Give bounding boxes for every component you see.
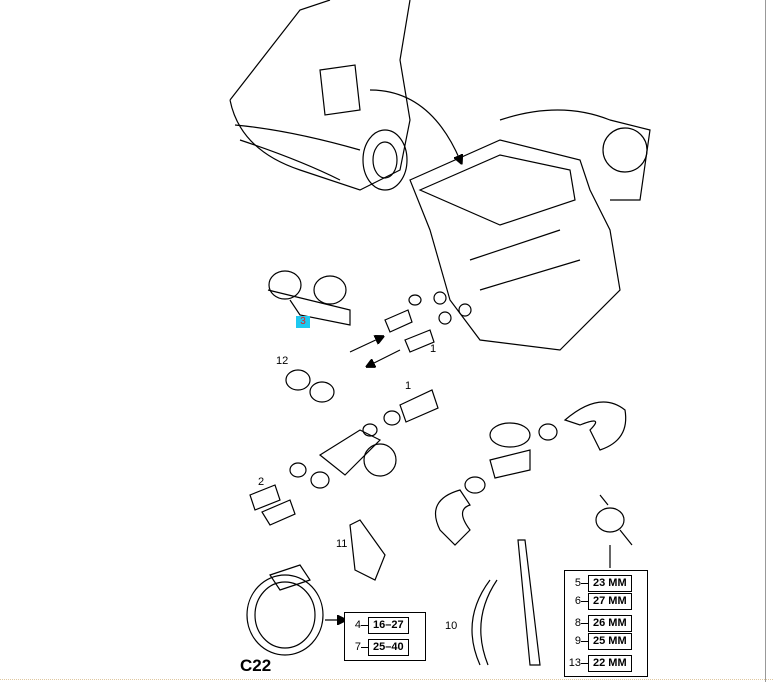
clamp-size-table-left: 4 16–27 7 25–40 [344,612,426,661]
leader-line [361,625,368,626]
bracket-part-3 [267,270,351,326]
leader-line [581,641,588,642]
size-row: 7 25–40 [347,639,419,656]
size-value: 25–40 [368,639,409,656]
ref-number: 7 [354,641,361,653]
size-row: 8 26 MM [567,615,641,632]
size-value: 25 MM [588,633,632,650]
ref-number: 8 [574,617,581,629]
size-row: 13 22 MM [567,655,641,672]
bottom-border [0,679,773,680]
size-value: 26 MM [588,615,632,632]
ref-number: 6 [574,595,581,607]
clamp-size-table-right: 5 23 MM 6 27 MM 8 26 MM 9 25 MM 13 22 MM [564,570,648,677]
size-value: 22 MM [588,655,632,672]
callout-12: 12 [276,355,289,367]
size-value: 27 MM [588,593,632,610]
highlighted-callout-3[interactable]: 3 [296,316,310,328]
leader-line [581,663,588,664]
car-illustration [229,0,460,191]
callout-11: 11 [336,538,348,550]
size-row: 6 27 MM [567,593,641,610]
callout-2: 2 [258,476,265,488]
callout-1: 1 [405,380,412,392]
size-value: 16–27 [368,617,409,634]
callout-1: 1 [430,343,437,355]
leader-line [581,601,588,602]
size-row: 4 16–27 [347,617,419,634]
diagram-code: C22 [240,656,272,675]
ref-number: 13 [568,657,581,669]
ref-number: 9 [574,635,581,647]
leader-line [361,647,368,648]
ref-number: 5 [574,577,581,589]
heater-housing [409,109,651,351]
leader-line [581,623,588,624]
callout-10: 10 [445,620,458,632]
size-row: 9 25 MM [567,633,641,650]
right-border [765,0,766,682]
size-row: 5 23 MM [567,575,641,592]
ref-number: 4 [354,619,361,631]
hoses-and-clamps [246,291,633,666]
leader-line [581,583,588,584]
size-value: 23 MM [588,575,632,592]
